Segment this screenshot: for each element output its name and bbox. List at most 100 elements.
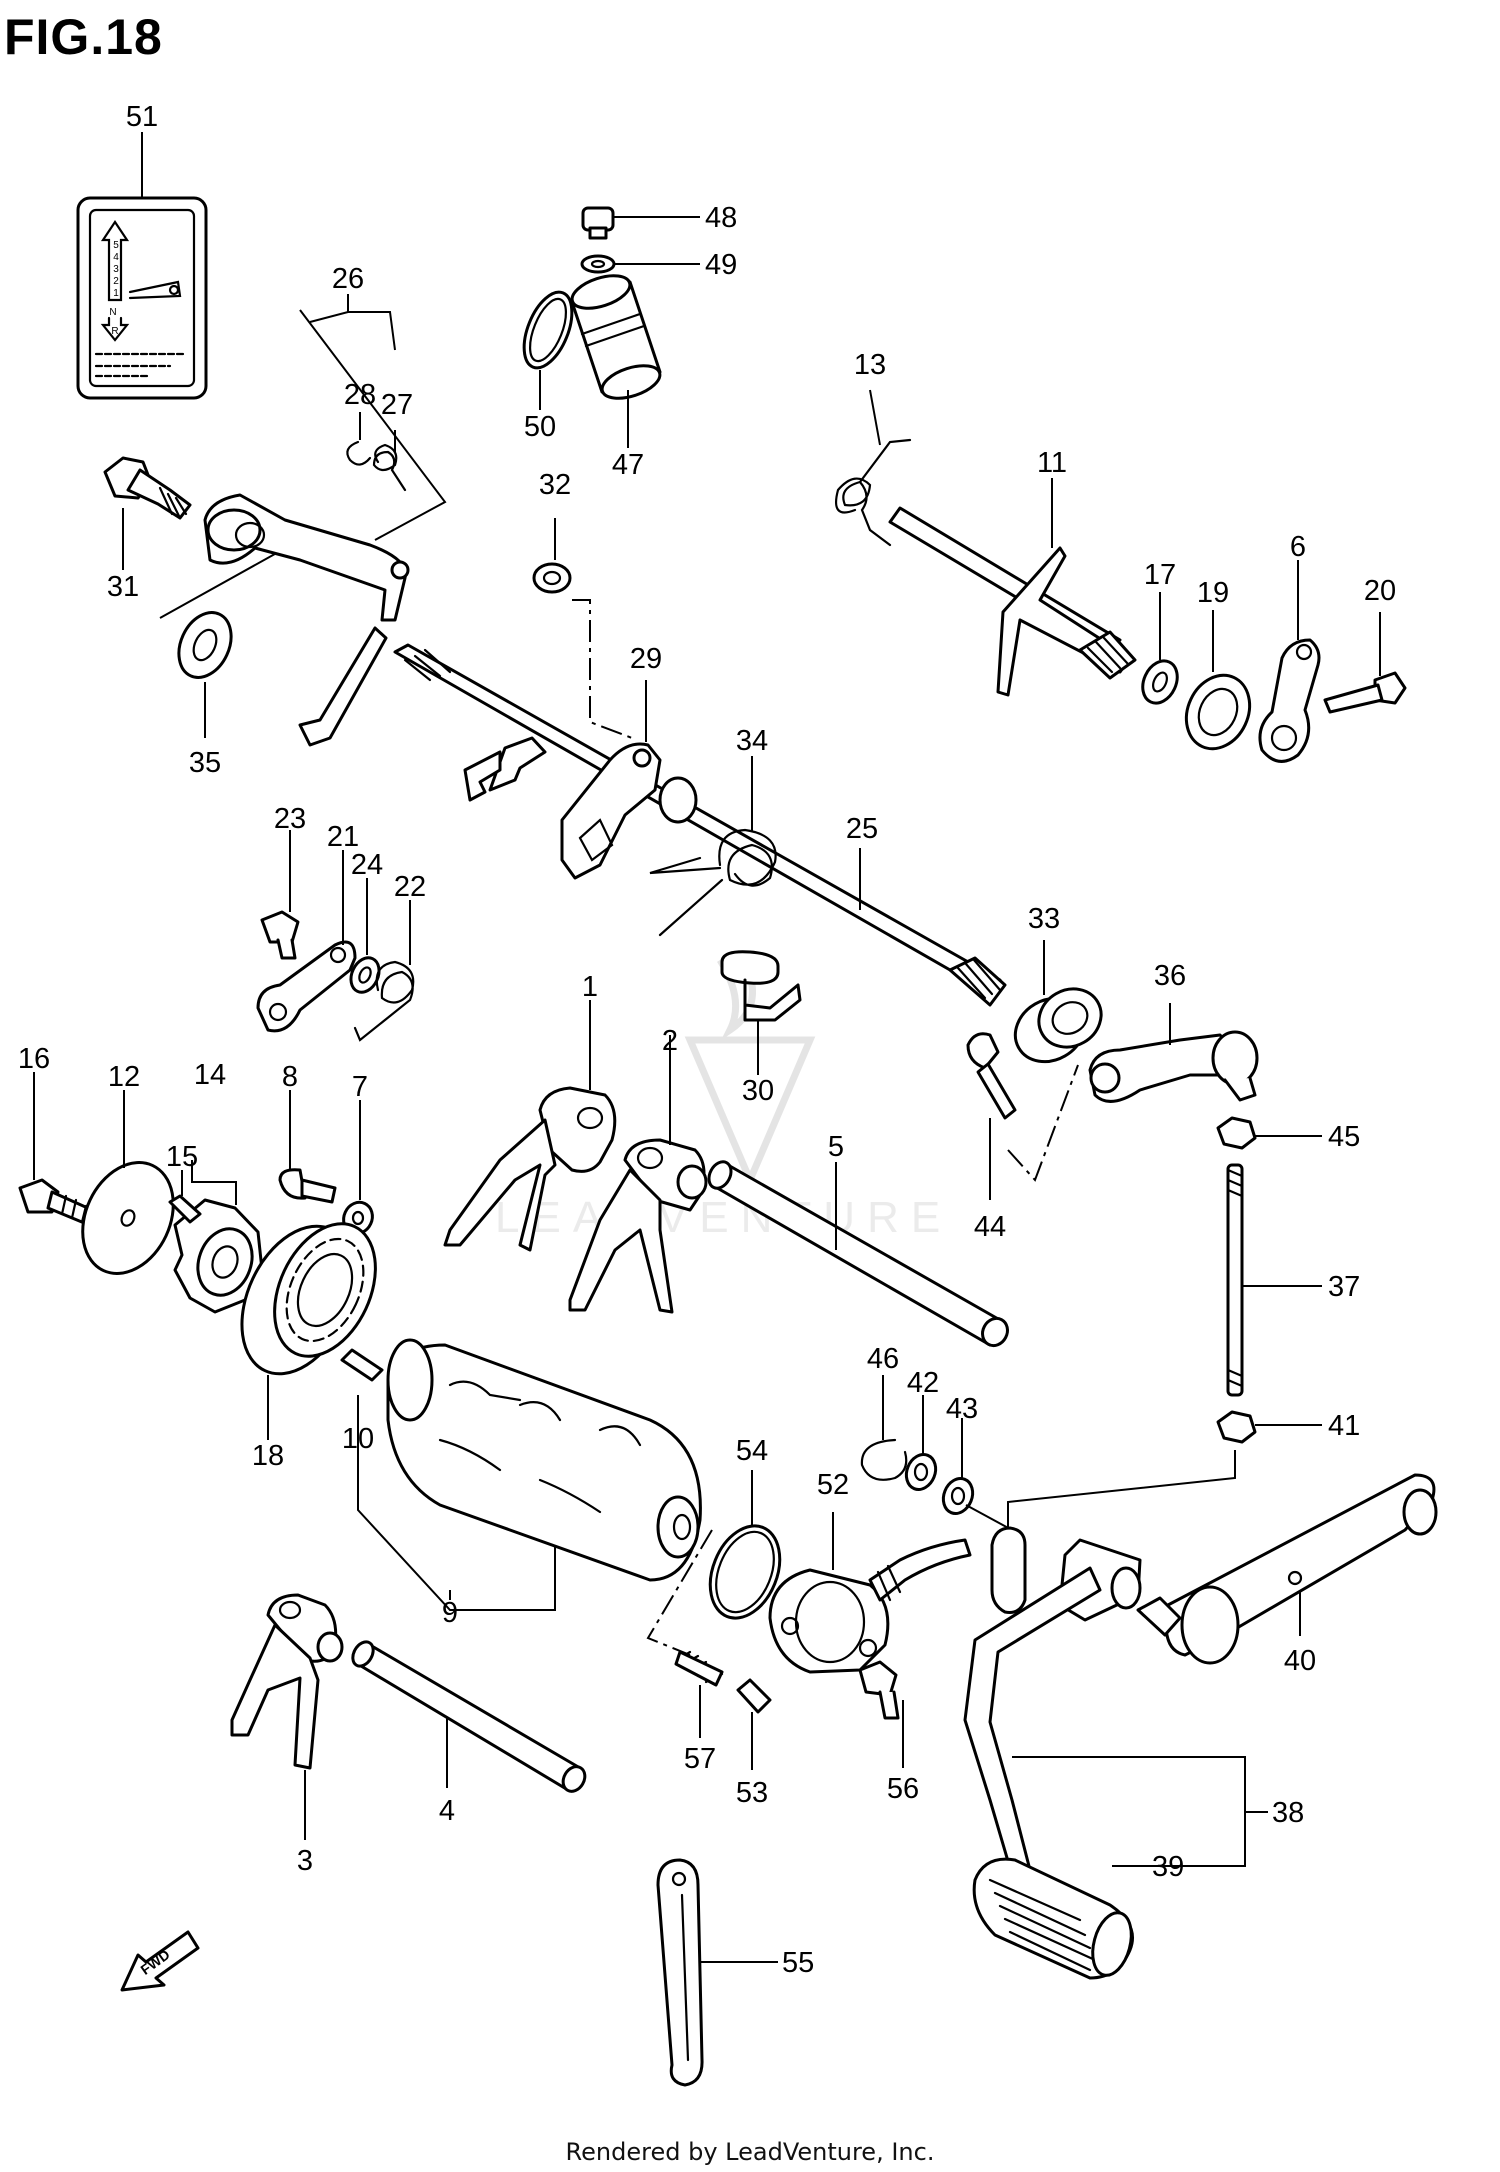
pin-53 bbox=[736, 1678, 772, 1714]
bolt-44 bbox=[966, 1032, 1017, 1120]
callout-36: 36 bbox=[1154, 960, 1186, 992]
callout-9: 9 bbox=[442, 1597, 458, 1629]
pin-30 bbox=[720, 950, 802, 1022]
callout-33: 33 bbox=[1028, 903, 1060, 935]
gearshift-lever-38 bbox=[963, 1526, 1142, 1872]
callout-6: 6 bbox=[1290, 531, 1306, 563]
washer-35 bbox=[177, 611, 233, 679]
screw-8 bbox=[278, 1168, 337, 1204]
callout-52: 52 bbox=[817, 1469, 849, 1501]
callout-34: 34 bbox=[736, 725, 768, 757]
callout-43: 43 bbox=[946, 1393, 978, 1425]
callout-24: 24 bbox=[351, 849, 383, 881]
callout-7: 7 bbox=[352, 1071, 368, 1103]
footer-credit: Rendered by LeadVenture, Inc. bbox=[565, 2138, 935, 2166]
callout-10: 10 bbox=[342, 1423, 374, 1455]
callout-27: 27 bbox=[381, 389, 413, 421]
shift-lever-arm-40 bbox=[1136, 1473, 1438, 1665]
callout-numbers: 51 48 49 50 47 26 28 27 32 13 11 31 17 1… bbox=[18, 101, 1396, 1979]
fork-shaft-4 bbox=[351, 1640, 587, 1793]
callout-15: 15 bbox=[166, 1141, 198, 1173]
shift-arm-36 bbox=[1088, 1030, 1259, 1103]
callout-49: 49 bbox=[705, 249, 737, 281]
callout-57: 57 bbox=[684, 1743, 716, 1775]
callout-45: 45 bbox=[1328, 1121, 1360, 1153]
callout-42: 42 bbox=[907, 1367, 939, 1399]
clip-28 bbox=[346, 440, 372, 466]
gear-label-r: R bbox=[111, 326, 118, 337]
callout-14: 14 bbox=[194, 1059, 226, 1091]
o-ring-54 bbox=[708, 1524, 782, 1620]
shift-fork-3 bbox=[230, 1593, 344, 1770]
gear-label-1: 1 bbox=[113, 288, 119, 299]
shift-drum-9 bbox=[386, 1338, 702, 1582]
callout-55: 55 bbox=[782, 1947, 814, 1979]
pin-10 bbox=[340, 1348, 384, 1382]
plate-12 bbox=[81, 1161, 175, 1275]
callout-46: 46 bbox=[867, 1343, 899, 1375]
callout-38: 38 bbox=[1272, 1797, 1304, 1829]
return-spring-34 bbox=[649, 828, 777, 937]
callout-11: 11 bbox=[1037, 447, 1067, 479]
washer-17 bbox=[1141, 659, 1179, 705]
callout-54: 54 bbox=[736, 1435, 768, 1467]
shift-fork-1 bbox=[443, 1086, 617, 1252]
bearing-33 bbox=[1013, 987, 1103, 1064]
bolt-23 bbox=[260, 910, 300, 960]
callout-1: 1 bbox=[582, 971, 598, 1003]
gear-position-switch-52 bbox=[768, 1538, 972, 1674]
washer-42 bbox=[904, 1453, 938, 1491]
bearing-19 bbox=[1184, 673, 1252, 751]
callout-25: 25 bbox=[846, 813, 878, 845]
spring-57 bbox=[674, 1650, 724, 1687]
callout-23: 23 bbox=[274, 803, 306, 835]
callout-19: 19 bbox=[1197, 577, 1229, 609]
fork-shaft-5 bbox=[707, 1160, 1009, 1348]
callout-22: 22 bbox=[394, 871, 426, 903]
callout-48: 48 bbox=[705, 202, 737, 234]
clip-46 bbox=[860, 1438, 908, 1481]
callout-3: 3 bbox=[297, 1845, 313, 1877]
shift-arm-29 bbox=[463, 736, 698, 880]
callout-29: 29 bbox=[630, 643, 662, 675]
bolt-20 bbox=[1323, 671, 1407, 714]
shift-fork-2 bbox=[568, 1138, 708, 1314]
figure-title: FIG.18 bbox=[4, 9, 163, 65]
piston-47 bbox=[570, 274, 662, 400]
shift-cam-driver-6 bbox=[1258, 638, 1321, 763]
callout-2: 2 bbox=[662, 1025, 678, 1057]
shift-rod-37 bbox=[1226, 1163, 1244, 1397]
callout-51: 51 bbox=[126, 101, 158, 133]
gear-label-n: N bbox=[109, 307, 116, 318]
gearshift-shaft-25 bbox=[393, 643, 1007, 1007]
spring-27 bbox=[372, 443, 407, 492]
callout-17: 17 bbox=[1144, 559, 1176, 591]
bushing-32 bbox=[532, 562, 572, 594]
o-ring-50 bbox=[522, 290, 574, 370]
stopper-21 bbox=[256, 940, 357, 1033]
callout-35: 35 bbox=[189, 747, 221, 779]
spring-13 bbox=[834, 438, 912, 547]
callout-26: 26 bbox=[332, 263, 364, 295]
callout-28: 28 bbox=[344, 379, 376, 411]
bolt-56 bbox=[858, 1660, 900, 1720]
gear-label-4: 4 bbox=[113, 252, 119, 263]
bearing-18 bbox=[240, 1222, 377, 1376]
callout-32: 32 bbox=[539, 469, 571, 501]
callout-41: 41 bbox=[1328, 1410, 1360, 1442]
washer-49 bbox=[580, 254, 616, 274]
washer-43 bbox=[941, 1477, 975, 1515]
callout-39: 39 bbox=[1152, 1851, 1184, 1883]
callout-44: 44 bbox=[974, 1211, 1006, 1243]
callout-5: 5 bbox=[828, 1131, 844, 1163]
callout-4: 4 bbox=[439, 1795, 455, 1827]
nut-45 bbox=[1216, 1116, 1257, 1150]
callout-20: 20 bbox=[1364, 575, 1396, 607]
clamp-55 bbox=[656, 1858, 704, 2087]
callout-37: 37 bbox=[1328, 1271, 1360, 1303]
gear-label-3: 3 bbox=[113, 264, 119, 275]
shaft-11 bbox=[888, 506, 1137, 697]
watermark: LEADVENTURE bbox=[495, 958, 940, 1242]
callout-21: 21 bbox=[327, 821, 359, 853]
